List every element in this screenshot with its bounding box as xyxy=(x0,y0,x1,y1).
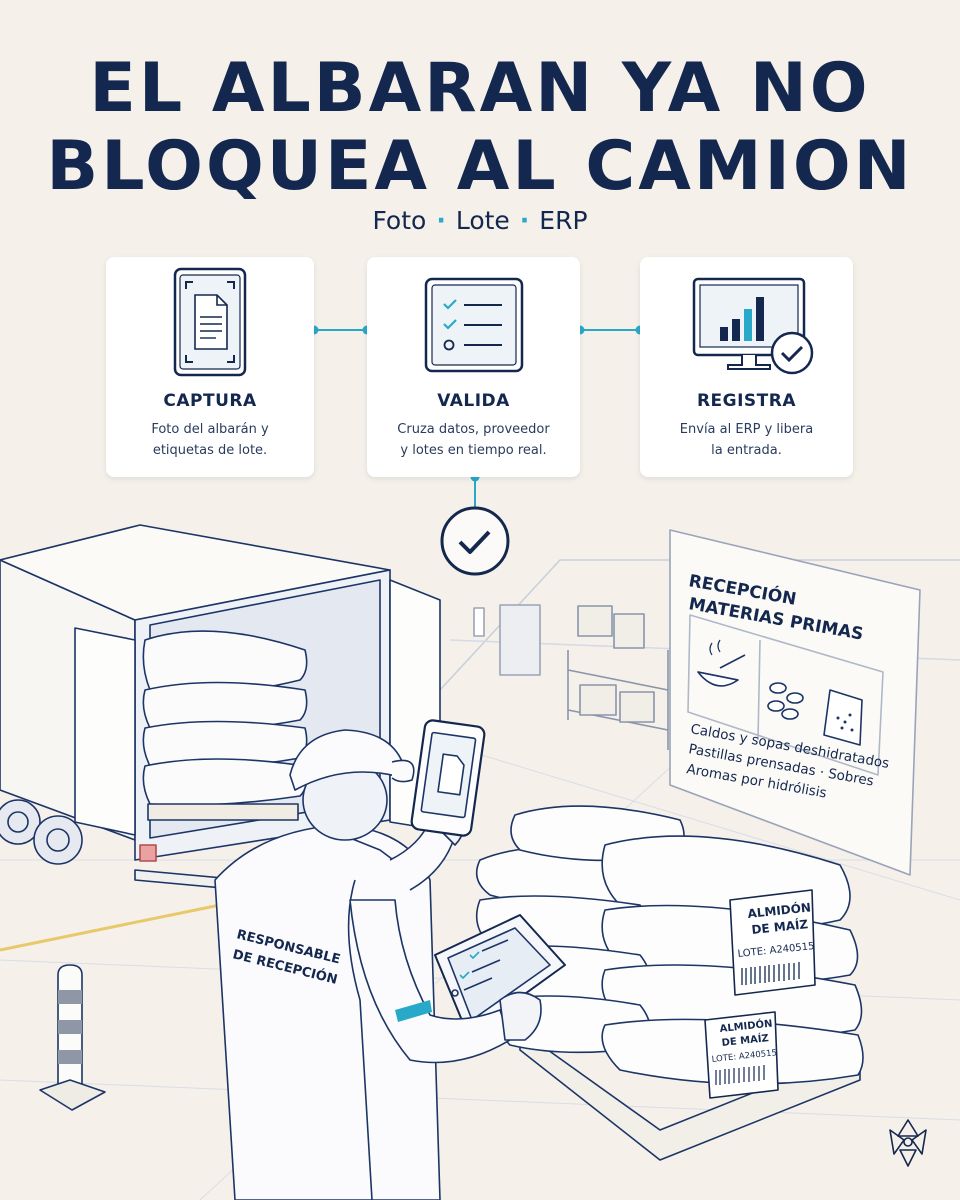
document-scan-icon xyxy=(106,267,314,385)
step-description: Envía al ERP y libera la entrada. xyxy=(650,419,843,461)
step-desc-line: etiquetas de lote. xyxy=(152,443,268,458)
separator-dot-icon: · xyxy=(519,206,530,235)
page-title: EL ALBARAN YA NO BLOQUEA AL CAMION xyxy=(0,50,960,206)
step-description: Foto del albarán y etiquetas de lote. xyxy=(116,419,304,461)
subtitle-item-lote: Lote xyxy=(455,206,510,235)
step-title: VALIDA xyxy=(437,391,510,411)
step-desc-line: Envía al ERP y libera xyxy=(679,422,814,437)
step-title: REGISTRA xyxy=(696,391,797,411)
brand-logo-icon xyxy=(889,1119,927,1167)
step-card-registra: REGISTRA Envía al ERP y libera la entrad… xyxy=(640,257,853,477)
step-description: Cruza datos, proveedor y lotes en tiempo… xyxy=(377,419,570,461)
separator-dot-icon: · xyxy=(436,206,446,235)
bag-label-product-line-2: DE MAÍZ xyxy=(751,916,809,937)
step-desc-line: y lotes en tiempo real. xyxy=(400,443,547,458)
step-desc-line: la entrada. xyxy=(711,443,782,458)
monitor-chart-check-icon xyxy=(640,267,853,385)
step-desc-line: Foto del albarán y xyxy=(151,422,269,437)
step-card-captura: CAPTURA Foto del albarán y etiquetas de … xyxy=(106,257,314,477)
step-desc-line: Cruza datos, proveedor xyxy=(397,422,550,437)
title-line-1: EL ALBARAN YA NO xyxy=(89,49,871,128)
checklist-icon xyxy=(367,267,580,385)
step-card-valida: VALIDA Cruza datos, proveedor y lotes en… xyxy=(367,257,580,477)
subtitle-item-foto: Foto xyxy=(372,206,427,235)
subtitle: Foto · Lote · ERP xyxy=(0,206,960,235)
title-line-2: BLOQUEA AL CAMION xyxy=(46,127,914,206)
bag-label-product-line-1: ALMIDÓN xyxy=(747,899,812,921)
subtitle-item-erp: ERP xyxy=(539,206,588,235)
step-title: CAPTURA xyxy=(163,391,257,411)
